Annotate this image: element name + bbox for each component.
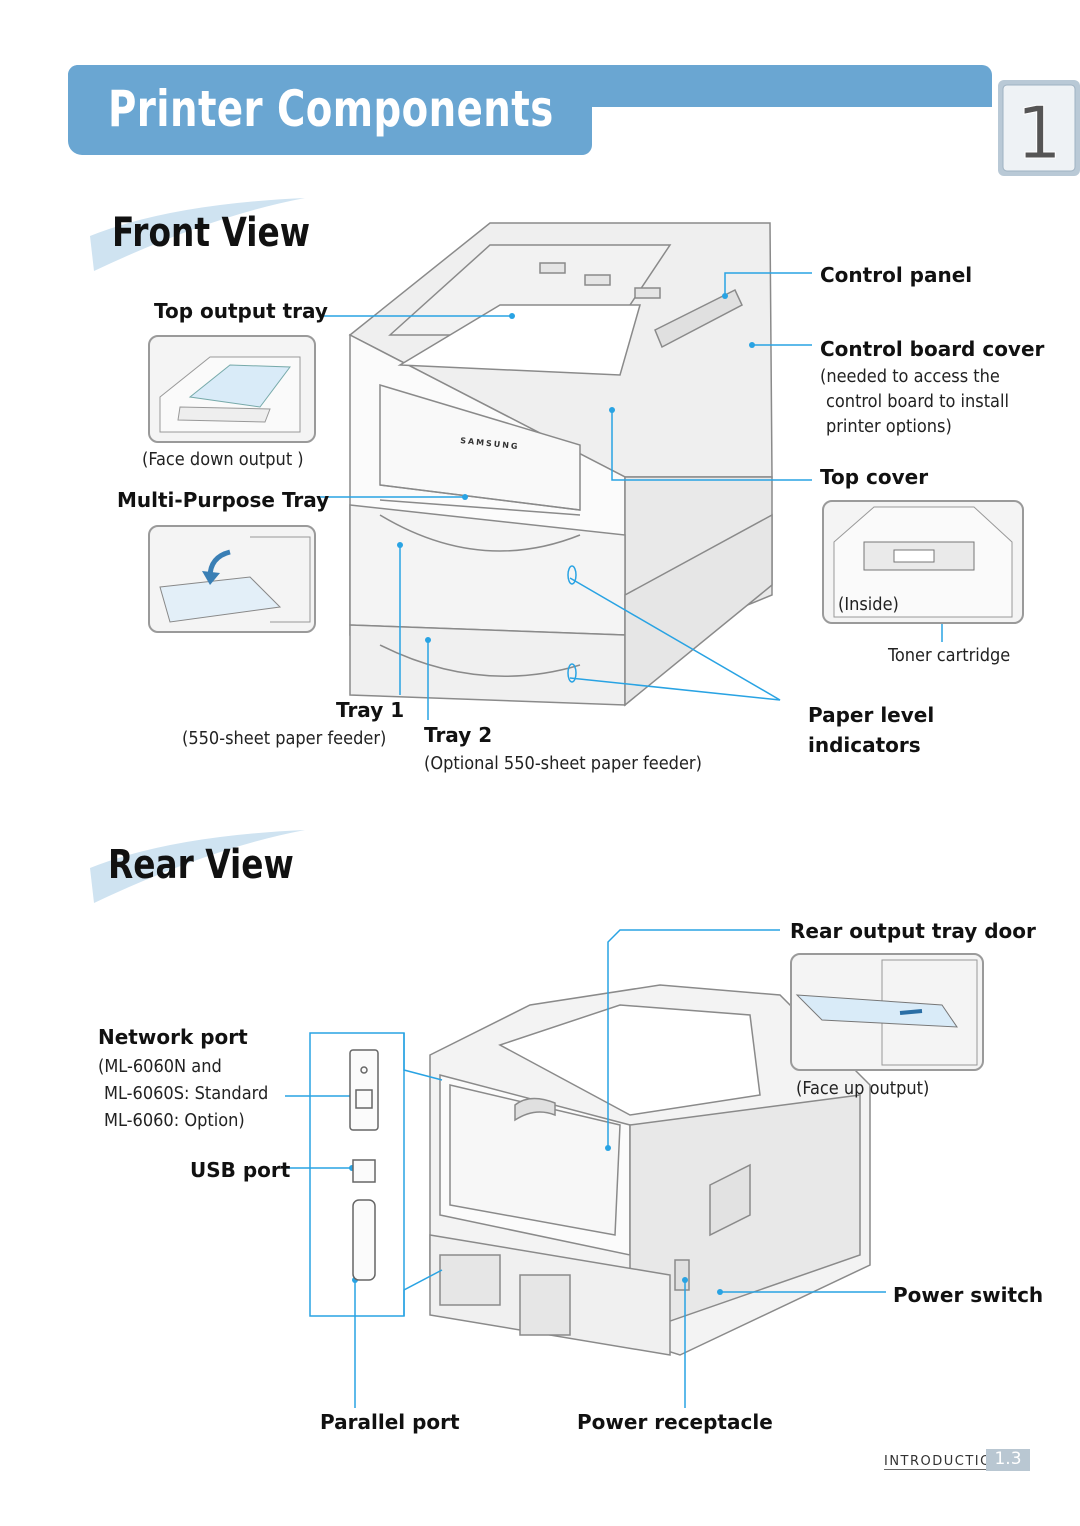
- face-down-output-caption: (Face down output ): [142, 449, 304, 470]
- chapter-number: 1: [1016, 91, 1062, 175]
- parallel-port-label: Parallel port: [320, 1410, 460, 1434]
- power-switch-label: Power switch: [893, 1283, 1044, 1307]
- paper-level-label-1: Paper level: [808, 703, 935, 727]
- inside-caption: (Inside): [838, 594, 899, 615]
- multi-purpose-tray-label: Multi-Purpose Tray: [117, 488, 330, 512]
- rear-printer-illustration: [429, 984, 871, 1356]
- face-up-output-caption: (Face up output): [796, 1078, 930, 1099]
- tray1-label: Tray 1: [336, 698, 405, 722]
- tray1-note: (550-sheet paper feeder): [182, 728, 387, 749]
- usb-port-label: USB port: [190, 1158, 291, 1182]
- tray2-label: Tray 2: [424, 723, 493, 747]
- top-cover-label: Top cover: [820, 465, 929, 489]
- power-receptacle-label: Power receptacle: [577, 1410, 773, 1434]
- control-board-note-2: control board to install: [826, 391, 1009, 412]
- rear-view-swoosh: [90, 830, 305, 903]
- toner-cartridge-caption: Toner cartridge: [888, 645, 1011, 666]
- chapter-badge: 1: [998, 80, 1080, 176]
- top-output-tray-label: Top output tray: [154, 299, 328, 323]
- front-view-title: Front View: [112, 210, 311, 256]
- front-printer-illustration: SAMSUNG: [348, 222, 773, 707]
- control-board-note-3: printer options): [826, 416, 952, 437]
- control-panel-label: Control panel: [820, 263, 973, 287]
- multi-purpose-tray-thumbnail: [148, 525, 316, 633]
- tray2-note: (Optional 550-sheet paper feeder): [424, 753, 702, 774]
- front-view-swoosh: [90, 198, 305, 271]
- page-number: 1.3: [986, 1449, 1030, 1471]
- rear-view-title: Rear View: [108, 842, 294, 888]
- control-board-cover-label: Control board cover: [820, 337, 1045, 361]
- port-panel-illustration: [349, 1049, 379, 1281]
- rear-output-tray-door-label: Rear output tray door: [790, 919, 1036, 943]
- top-cover-inside-thumbnail: [822, 500, 1024, 624]
- network-note-2: ML-6060S: Standard: [104, 1083, 269, 1104]
- top-output-tray-thumbnail: [148, 335, 316, 443]
- paper-level-label-2: indicators: [808, 733, 921, 757]
- page-title: Printer Components: [108, 80, 554, 138]
- network-port-label: Network port: [98, 1025, 248, 1049]
- network-note-1: (ML-6060N and: [98, 1056, 222, 1077]
- footer-section-label: INTRODUCTION: [884, 1454, 1004, 1470]
- control-board-note-1: (needed to access the: [820, 366, 1000, 387]
- rear-output-tray-thumbnail: [790, 953, 984, 1071]
- network-note-3: ML-6060: Option): [104, 1110, 245, 1131]
- header-tab: [68, 65, 592, 155]
